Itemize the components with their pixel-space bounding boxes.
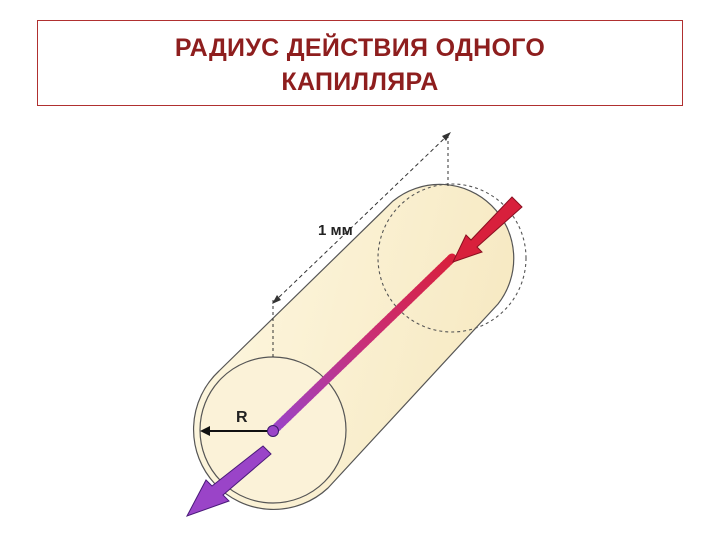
radius-label: R [236,409,248,426]
capillary-end [267,425,279,437]
dimension-arrowhead-top [442,132,451,141]
dimension-line [273,133,450,303]
inflow-arrow [452,196,523,263]
title-box: РАДИУС ДЕЙСТВИЯ ОДНОГО КАПИЛЛЯРА [37,20,683,106]
dimension-arrowhead-bottom [272,295,281,304]
length-label: 1 мм [318,222,353,239]
capillary [269,253,457,435]
radius-arrowhead [200,426,210,436]
outflow-arrow [185,445,272,517]
page-title-line-1: РАДИУС ДЕЙСТВИЯ ОДНОГО [174,34,546,62]
back-face-dashed [377,183,527,333]
page-title-line-2: КАПИЛЛЯРА [281,68,439,96]
